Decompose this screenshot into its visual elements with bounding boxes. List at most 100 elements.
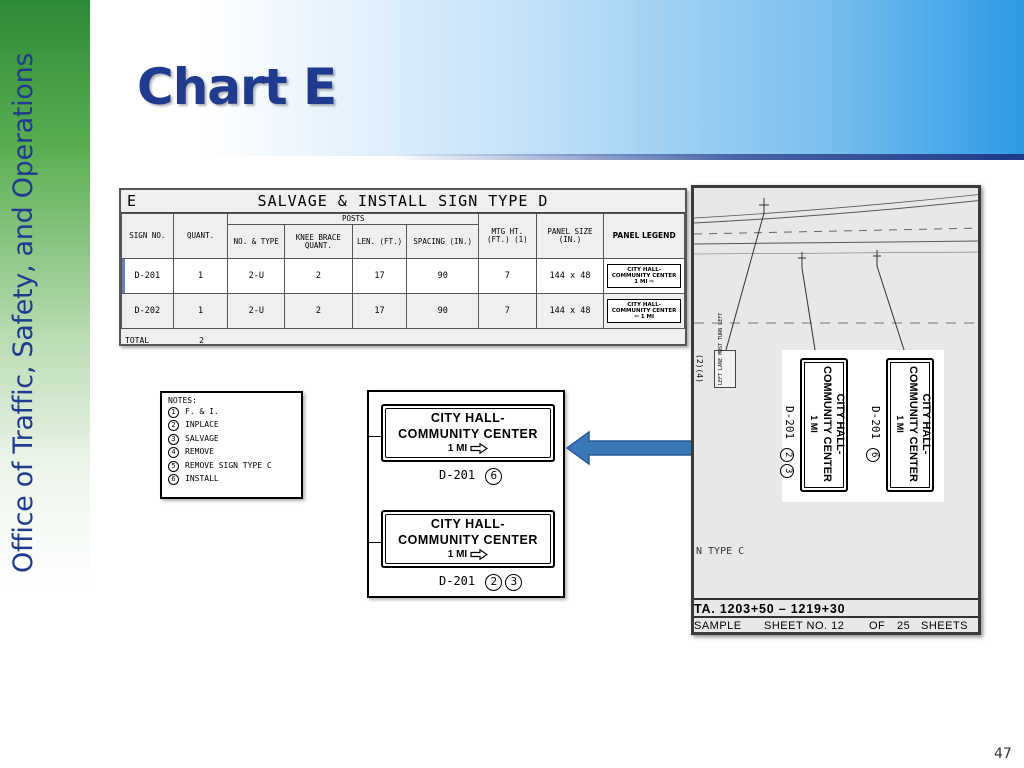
- note-text: SALVAGE: [185, 433, 219, 443]
- sidebar-vertical-text: Office of Traffic, Safety, and Operation…: [8, 52, 39, 573]
- sign-distance: 1 MI: [447, 549, 468, 561]
- rotated-sign-id-text: D-201: [783, 406, 796, 440]
- cell-knee-brace: 2: [284, 258, 353, 294]
- rotated-sign-line-2: COMMUNITY CENTER: [821, 366, 833, 482]
- rotated-sign-id: D-201 23: [780, 406, 796, 478]
- sign-line-3: 1 MI: [383, 443, 553, 454]
- header-band: [90, 0, 1024, 156]
- sheets-label: SHEETS: [921, 620, 969, 632]
- col-header-no-type: NO. & TYPE: [227, 224, 286, 259]
- cell-sign-no: D-202: [121, 293, 174, 329]
- rotated-sign-id-text: D-201: [869, 406, 882, 440]
- plan-sheet: (2)(4) LEFT LANE MUST TURN LEFT CITY HAL…: [691, 185, 981, 635]
- note-text: REMOVE SIGN TYPE C: [185, 460, 272, 470]
- table-row: D-202 1 2-U 2 17 90 7 144 x 48 CITY HALL…: [121, 293, 685, 329]
- note-item: 1 F. & I.: [168, 405, 295, 418]
- note-item: 5 REMOVE SIGN TYPE C: [168, 459, 295, 472]
- sign-b-id: D-201: [439, 574, 476, 588]
- legend-sign-box: CITY HALL- COMMUNITY CENTER 1 MI ⇨: [606, 264, 682, 288]
- cell-spacing: 90: [406, 293, 480, 329]
- cell-panel-legend: CITY HALL- COMMUNITY CENTER ⇦ 1 MI: [603, 293, 685, 329]
- rotated-sign-line-3: 1 MI: [895, 415, 905, 433]
- sign-a-id: D-201: [439, 468, 476, 482]
- cell-spacing: 90: [406, 258, 480, 294]
- col-header-sign-no: SIGN NO.: [121, 213, 174, 259]
- note-item: 3 SALVAGE: [168, 432, 295, 445]
- sign-line-2: COMMUNITY CENTER: [398, 427, 538, 441]
- title-rule: [121, 212, 685, 213]
- cell-no-type: 2-U: [227, 293, 286, 329]
- cell-sign-no: D-201: [121, 258, 174, 294]
- rotated-sign-line-2: COMMUNITY CENTER: [907, 366, 919, 482]
- plan-linework: [694, 194, 978, 357]
- sign-type-c-text: N TYPE C: [696, 546, 745, 557]
- guide-sign-a: CITY HALL- COMMUNITY CENTER 1 MI: [381, 404, 555, 462]
- note-number: 6: [168, 474, 179, 486]
- total-label: TOTAL: [125, 336, 150, 345]
- rotated-sign-id: D-201 6: [866, 406, 882, 462]
- col-header-panel-legend: PANEL LEGEND: [603, 213, 685, 259]
- rotated-sign-text: CITY HALL- COMMUNITY CENTER 1 MI: [893, 366, 932, 482]
- sign-detail-panel: CITY HALL- COMMUNITY CENTER 1 MI D-201 6…: [367, 390, 565, 598]
- note-circle: 2: [780, 447, 794, 462]
- sign-stub: [369, 436, 381, 437]
- note-text: F. & I.: [185, 407, 219, 416]
- cell-mtg-ht: 7: [478, 293, 537, 329]
- note-text: REMOVE: [185, 447, 214, 457]
- col-header-quant: QUANT.: [172, 213, 229, 259]
- sign-distance: 1 MI: [447, 443, 468, 455]
- sign-line-1: CITY HALL-: [430, 411, 506, 425]
- legend-line-1: CITY HALL-: [627, 302, 662, 308]
- rotated-sign-text: CITY HALL- COMMUNITY CENTER 1 MI: [807, 366, 846, 482]
- cell-panel-size: 144 x 48: [535, 293, 605, 329]
- note-circle: 6: [866, 447, 880, 462]
- cell-len: 17: [351, 293, 408, 329]
- header-divider: [390, 154, 1024, 160]
- page-title: Chart E: [137, 58, 337, 116]
- note-number: 1: [168, 407, 179, 418]
- cell-len: 17: [351, 258, 408, 294]
- rotated-guide-sign: CITY HALL- COMMUNITY CENTER 1 MI: [800, 358, 848, 492]
- right-arrow-icon: [470, 549, 489, 560]
- left-turn-sign-text: LEFT LANE MUST TURN LEFT: [718, 312, 724, 385]
- rotated-sign-line-1: CITY HALL-: [920, 393, 932, 455]
- total-value: 2: [199, 336, 204, 345]
- rotated-sign-line-3: 1 MI: [809, 415, 819, 433]
- of-label: OF: [869, 620, 886, 632]
- col-header-panel-size: PANEL SIZE (IN.): [535, 213, 605, 259]
- col-header-posts: POSTS: [227, 213, 480, 225]
- rotated-guide-sign: CITY HALL- COMMUNITY CENTER 1 MI: [886, 358, 934, 492]
- legend-line-2: COMMUNITY CENTER: [611, 308, 677, 314]
- legend-line-1: CITY HALL-: [627, 267, 662, 273]
- sign-a-label: D-201 6: [439, 468, 503, 485]
- legend-sign-box: CITY HALL- COMMUNITY CENTER ⇦ 1 MI: [606, 299, 682, 323]
- cell-quant: 1: [172, 293, 229, 329]
- plan-notes-small: (2)(4): [695, 354, 704, 383]
- sheet-label: SAMPLE: [694, 620, 742, 632]
- page-number: 47: [994, 746, 1012, 762]
- cell-no-type: 2-U: [227, 258, 286, 294]
- note-text: INPLACE: [185, 420, 219, 430]
- notes-heading: NOTES:: [168, 396, 197, 405]
- rotated-sign-line-1: CITY HALL-: [834, 393, 846, 455]
- col-header-spacing: SPACING (IN.): [406, 224, 480, 259]
- note-number: 5: [168, 460, 179, 472]
- cell-panel-size: 144 x 48: [535, 258, 605, 294]
- legend-line-2: COMMUNITY CENTER: [611, 273, 677, 279]
- note-number: 2: [168, 420, 179, 432]
- col-header-mtg-ht: MTG HT. (FT.) (1): [478, 213, 537, 259]
- cell-knee-brace: 2: [284, 293, 353, 329]
- note-number: 3: [168, 433, 179, 445]
- sign-line-3: 1 MI: [383, 549, 553, 560]
- col-header-knee-brace: KNEE BRACE QUANT.: [284, 224, 353, 259]
- sign-line-1: CITY HALL-: [430, 517, 506, 531]
- guide-sign-b: CITY HALL- COMMUNITY CENTER 1 MI: [381, 510, 555, 568]
- cell-panel-legend: CITY HALL- COMMUNITY CENTER 1 MI ⇨: [603, 258, 685, 294]
- sign-table-panel: E SALVAGE & INSTALL SIGN TYPE D SIGN NO.…: [119, 188, 687, 346]
- sign-line-2: COMMUNITY CENTER: [398, 533, 538, 547]
- total-sheets: 25: [897, 620, 911, 632]
